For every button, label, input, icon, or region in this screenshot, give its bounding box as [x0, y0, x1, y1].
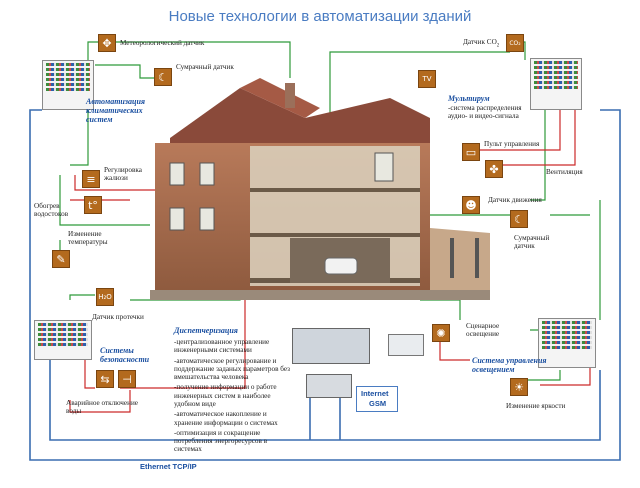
multiroom-description: -система распределения аудио- и видео-си…: [448, 104, 522, 121]
internet-gsm-box: Internet GSM: [356, 386, 398, 412]
network-switch: [306, 374, 352, 398]
twilight-sensor-right-label: Сумрачный датчик: [514, 234, 550, 251]
ventilation-label: Вентиляция: [546, 168, 583, 176]
sun-icon: ☀: [510, 378, 528, 396]
lighting-header: Система управления освещением: [472, 356, 547, 375]
lighting-panel: [538, 318, 596, 368]
blinds-label: Регулировка жалюзи: [104, 166, 142, 183]
building-illustration: [150, 78, 490, 300]
compass-icon: ✥: [98, 34, 116, 52]
dispatch-item: -оптимизация и сокращение потребления эн…: [174, 428, 268, 454]
water-shutoff-label: Аварийное отключение воды: [66, 399, 138, 416]
twilight-sensor-label: Сумрачный датчик: [176, 63, 234, 71]
multiroom-header: Мультирум: [448, 94, 490, 103]
co2-sensor-label: Датчик CO2: [463, 38, 500, 49]
touch-panel: [388, 334, 424, 356]
multiroom-panel: [530, 58, 582, 110]
tv-icon: TV: [418, 70, 436, 88]
valve-icon: ⇆: [96, 370, 114, 388]
dispatch-list: -централизованное управление инженерными…: [174, 338, 294, 454]
dispatch-item: -централизованное управление инженерными…: [174, 338, 270, 355]
dispatch-item: -автоматическое регулирование и поддержа…: [174, 356, 290, 382]
leak-sensor-label: Датчик протечки: [92, 313, 144, 321]
internet-label: Internet: [361, 389, 389, 398]
climate-control-panel: [42, 60, 94, 110]
thermometer-icon: t°: [84, 196, 102, 214]
remote-icon: ▭: [462, 143, 480, 161]
gutter-heating-label: Обогрев водостоков: [34, 202, 69, 219]
dispatch-header: Диспетчеризация: [174, 326, 238, 335]
co2-icon: CO₂: [506, 34, 524, 52]
temperature-change-label: Изменение температуры: [68, 230, 108, 247]
person-icon: ☻: [462, 196, 480, 214]
moon-icon: ☾: [154, 68, 172, 86]
valve-icon-2: ⊣: [118, 370, 136, 388]
bulb-icon: ✺: [432, 324, 450, 342]
motion-sensor-label: Датчик движения: [488, 196, 542, 204]
remote-control-label: Пульт управления: [484, 140, 540, 148]
security-panel: [34, 320, 92, 360]
thermostat-icon: ✎: [52, 250, 70, 268]
gsm-label: GSM: [369, 399, 387, 408]
weather-sensor-label: Метеорологический датчик: [120, 39, 205, 47]
climate-header: Автоматизация климатических систем: [86, 97, 146, 125]
water-icon: H₂O: [96, 288, 114, 306]
security-header: Системы безопасности: [100, 346, 150, 365]
scenario-lighting-label: Сценарное освещение: [466, 322, 500, 339]
dispatch-item: -автоматическое накопление и хранение ин…: [174, 410, 278, 427]
server-rack: [292, 328, 370, 364]
fan-icon: ✤: [485, 160, 503, 178]
ethernet-label: Ethernet TCP/IP: [140, 462, 197, 471]
moon-icon: ☾: [510, 210, 528, 228]
brightness-label: Изменение яркости: [506, 402, 566, 410]
blinds-icon: ≡: [82, 170, 100, 188]
dispatch-item: -получение информации о работе инженерны…: [174, 383, 277, 408]
page-title: Новые технологии в автоматизации зданий: [168, 8, 472, 25]
